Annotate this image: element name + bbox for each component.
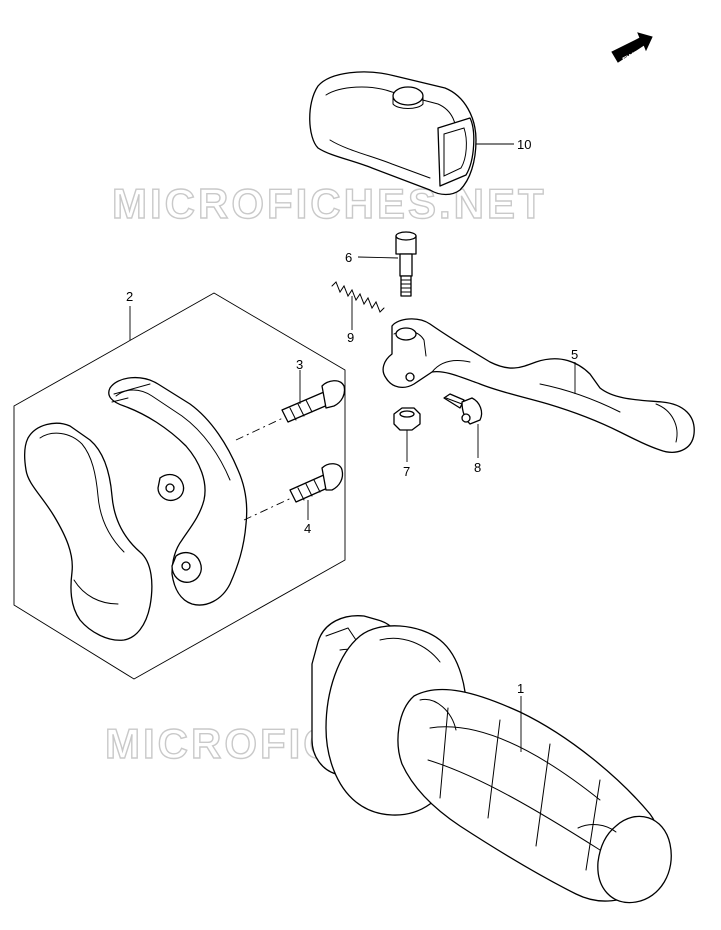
callout-part-10: 10 xyxy=(517,137,531,152)
callout-part-7: 7 xyxy=(403,464,410,479)
callout-part-8: 8 xyxy=(474,460,481,475)
lower-clamp-screw xyxy=(243,463,344,521)
callout-part-2: 2 xyxy=(126,289,133,304)
lever-nut xyxy=(393,407,421,431)
lever-cover-boot xyxy=(309,71,477,196)
holder-assembly xyxy=(13,292,346,680)
upper-clamp-screw xyxy=(235,380,346,441)
callout-leaders xyxy=(129,143,576,752)
callout-part-5: 5 xyxy=(571,347,578,362)
adjuster-screw xyxy=(443,393,483,425)
callout-part-6: 6 xyxy=(345,250,352,265)
handlebar-grip xyxy=(311,615,672,904)
callout-part-1: 1 xyxy=(517,681,524,696)
callout-part-4: 4 xyxy=(304,521,311,536)
callout-part-3: 3 xyxy=(296,357,303,372)
pivot-bolt xyxy=(395,231,417,297)
watermark-top: MICROFICHES.NET xyxy=(112,180,547,227)
clutch-lever xyxy=(382,318,695,453)
lever-spring xyxy=(331,281,385,313)
callout-part-9: 9 xyxy=(347,330,354,345)
fwd-arrow-icon: FWD xyxy=(611,32,653,65)
